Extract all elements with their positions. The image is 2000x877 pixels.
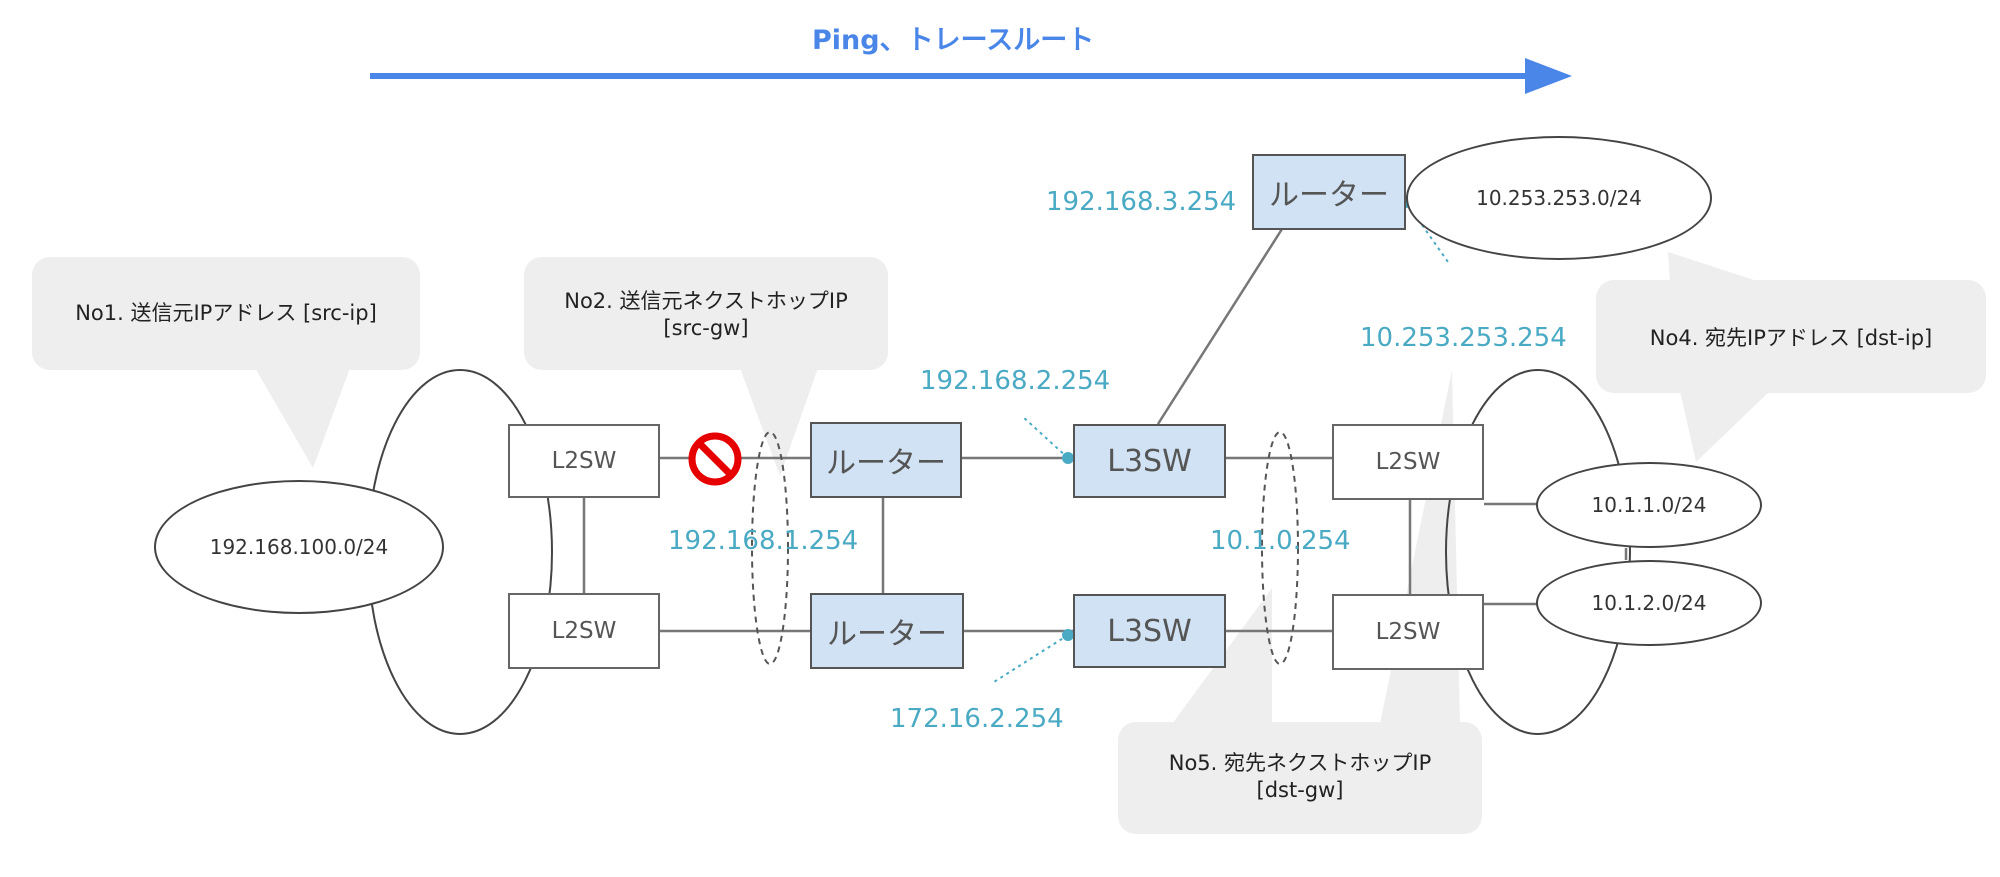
router-src-top: ルーター bbox=[810, 422, 962, 498]
ip-dst-gw: 10.1.0.254 bbox=[1210, 526, 1351, 556]
l2sw-left-bottom: L2SW bbox=[508, 593, 660, 669]
callout-no2-line2: [src-gw] bbox=[663, 316, 749, 341]
ip-src-gw: 192.168.1.254 bbox=[668, 526, 859, 556]
l3sw-top: L3SW bbox=[1073, 424, 1226, 498]
ip-router-top-right: 10.253.253.254 bbox=[1360, 323, 1567, 353]
network-src: 192.168.100.0/24 bbox=[154, 480, 444, 614]
ip-router-top: 192.168.3.254 bbox=[1046, 187, 1237, 217]
direction-arrow bbox=[370, 58, 1572, 94]
callout-no2-line1: No2. 送信元ネクストホップIP bbox=[564, 289, 848, 313]
l2sw-left-top: L2SW bbox=[508, 424, 660, 498]
router-src-bottom: ルーター bbox=[810, 593, 964, 669]
l2sw-right-bottom: L2SW bbox=[1332, 594, 1484, 670]
callout-no4: No4. 宛先IPアドレス [dst-ip] bbox=[1596, 325, 1986, 352]
ip-l3sw-downstream: 172.16.2.254 bbox=[890, 704, 1064, 734]
blocked-icon bbox=[688, 432, 742, 486]
interface-dots bbox=[1062, 196, 1412, 641]
diagram-title: Ping、トレースルート bbox=[812, 25, 1095, 56]
callout-no1-bubble bbox=[32, 257, 420, 468]
network-top: 10.253.253.0/24 bbox=[1406, 136, 1712, 260]
callout-no4-bubble bbox=[1596, 252, 1986, 462]
router-top: ルーター bbox=[1252, 154, 1406, 230]
callout-no2-bubble bbox=[524, 257, 888, 476]
callout-no1-text: No1. 送信元IPアドレス [src-ip] bbox=[75, 301, 377, 325]
network-dst1: 10.1.1.0/24 bbox=[1536, 462, 1762, 548]
ip-l3sw-upstream: 192.168.2.254 bbox=[920, 366, 1111, 396]
links bbox=[582, 228, 1628, 633]
callout-no1: No1. 送信元IPアドレス [src-ip] bbox=[32, 300, 420, 327]
callout-no5-line1: No5. 宛先ネクストホップIP bbox=[1168, 751, 1432, 775]
dst-gw-dashed-ellipse bbox=[1261, 431, 1299, 665]
right-segment-ellipse bbox=[1445, 369, 1631, 735]
l2sw-right-top: L2SW bbox=[1332, 424, 1484, 500]
src-gw-dashed-ellipse bbox=[751, 431, 789, 665]
ip-leader-lines bbox=[993, 201, 1449, 683]
callout-no2: No2. 送信元ネクストホップIP [src-gw] bbox=[524, 288, 888, 343]
l3sw-bottom: L3SW bbox=[1073, 594, 1226, 668]
callout-no5-line2: [dst-gw] bbox=[1256, 778, 1344, 803]
callout-no5: No5. 宛先ネクストホップIP [dst-gw] bbox=[1118, 750, 1482, 805]
network-dst2: 10.1.2.0/24 bbox=[1536, 560, 1762, 646]
callout-no4-text: No4. 宛先IPアドレス [dst-ip] bbox=[1649, 326, 1933, 350]
